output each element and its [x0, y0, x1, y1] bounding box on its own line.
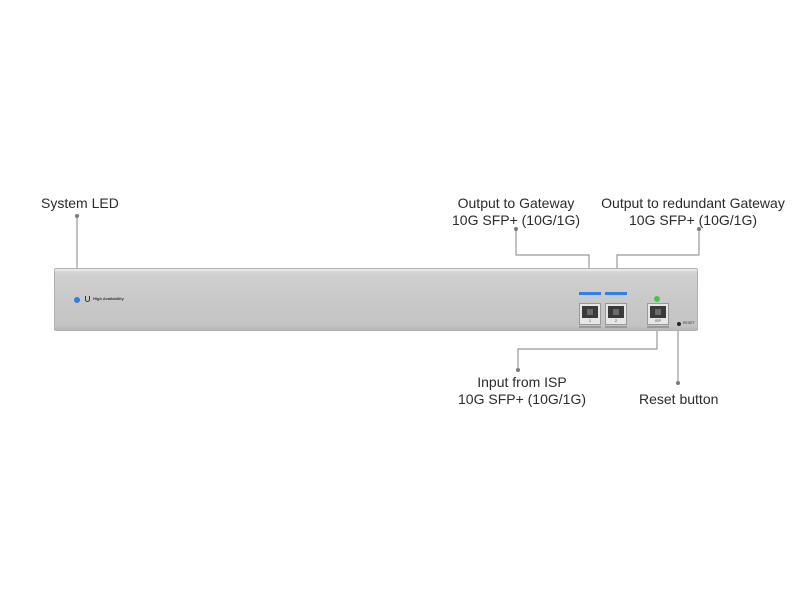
redundant-leader — [616, 229, 700, 268]
device-front-panel: High Availability 1 2 ISP RESET — [54, 268, 698, 331]
isp-link-led — [654, 296, 660, 302]
sfp-port-isp-number: ISP — [654, 318, 662, 323]
sfp-port-2-number: 2 — [614, 318, 618, 323]
isp-callout: Input from ISP 10G SFP+ (10G/1G) — [452, 374, 592, 408]
system-led-callout: System LED — [41, 195, 119, 212]
gateway-dot — [514, 227, 518, 231]
sfp-port-1-number: 1 — [588, 318, 592, 323]
isp-label: Input from ISP — [477, 374, 567, 390]
redundant-spec: 10G SFP+ (10G/1G) — [629, 212, 757, 228]
isp-spec: 10G SFP+ (10G/1G) — [458, 391, 586, 407]
sfp-port-isp[interactable]: ISP — [647, 303, 669, 325]
system-led — [74, 297, 80, 303]
reset-label: Reset button — [639, 391, 719, 407]
system-led-label: System LED — [41, 195, 119, 211]
gateway-leader — [515, 229, 590, 268]
reset-dot — [676, 381, 680, 385]
system-led-dot — [75, 214, 79, 218]
port-1-label-strip — [579, 326, 601, 328]
reset-button[interactable] — [677, 322, 681, 326]
sfp-port-isp-opening — [650, 306, 666, 318]
ubiquiti-logo-icon — [85, 296, 90, 302]
sfp-port-1[interactable]: 1 — [579, 303, 601, 325]
gateway-label: Output to Gateway — [457, 195, 575, 211]
redundant-label: Output to redundant Gateway — [601, 195, 785, 211]
sfp-port-2[interactable]: 2 — [605, 303, 627, 325]
port-2-label-strip — [605, 326, 627, 328]
sfp-port-2-opening — [608, 306, 624, 318]
sfp-port-1-opening — [582, 306, 598, 318]
isp-dot — [516, 368, 520, 372]
redundant-dot — [697, 227, 701, 231]
isp-label-strip — [647, 326, 669, 328]
reset-callout: Reset button — [639, 391, 718, 408]
brand-label: High Availability — [93, 296, 124, 301]
gateway-callout: Output to Gateway 10G SFP+ (10G/1G) — [446, 195, 586, 229]
port-1-activity-bar — [579, 292, 601, 295]
gateway-spec: 10G SFP+ (10G/1G) — [452, 212, 580, 228]
reset-text: RESET — [683, 321, 695, 325]
isp-leader — [517, 331, 658, 370]
redundant-callout: Output to redundant Gateway 10G SFP+ (10… — [598, 195, 788, 229]
port-2-activity-bar — [605, 292, 627, 295]
